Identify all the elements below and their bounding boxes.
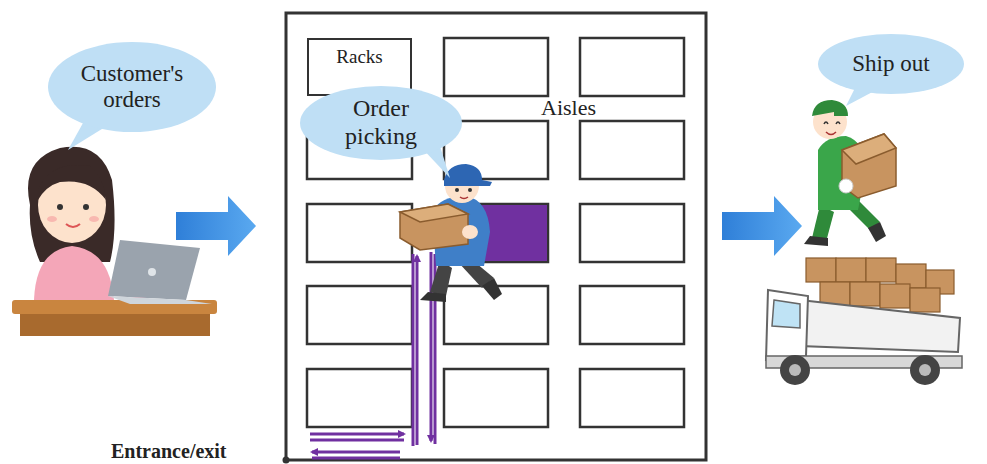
delivery-figure [804, 100, 896, 246]
rack-grid [307, 38, 684, 427]
picking-route [310, 252, 435, 458]
speech-bubble: Order picking [300, 86, 462, 160]
area-label: Aisles [541, 95, 596, 121]
bubble-body [818, 34, 964, 94]
picker-figure [400, 164, 502, 302]
speech-bubble: Customer's orders [48, 42, 216, 132]
node-text: Customer's orders [67, 61, 197, 114]
entrance-dot [283, 457, 290, 464]
flow-arrow [722, 196, 802, 256]
node-text: Ship out [852, 51, 929, 77]
node-text: Order picking [336, 95, 426, 150]
warehouse-outline [286, 13, 706, 460]
truck [766, 258, 962, 385]
entrance-label: Entrance/exit [111, 440, 227, 463]
node-text: Racks [336, 46, 382, 68]
customer-figure [12, 147, 217, 336]
speech-bubble: Ship out [818, 34, 964, 94]
bubble-body [48, 42, 216, 132]
bubble-body [300, 86, 462, 160]
